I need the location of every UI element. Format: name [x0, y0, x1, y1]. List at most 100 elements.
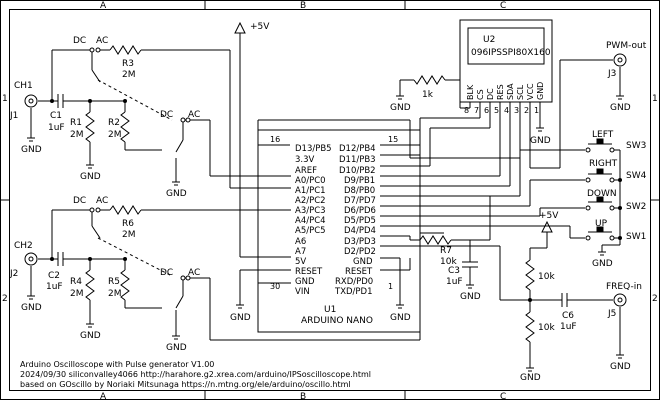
arduino-pin-a2: A2/PC2 — [295, 196, 326, 206]
c3-ref: C3 — [448, 266, 460, 276]
arduino-gnd-left-label: GND — [230, 313, 251, 323]
ch1-connector-ref: J1 — [9, 111, 18, 121]
ch1-sw-b-ac: AC — [188, 110, 200, 120]
freq-r-top-val: 10k — [538, 272, 555, 282]
arduino-name: ARDUINO NANO — [301, 316, 373, 326]
ch2-r4-val: 2M — [70, 289, 84, 299]
freq-r-bottom-val: 10k — [538, 323, 555, 333]
arduino-pin-a6: A6 — [295, 237, 306, 247]
ch1-r1-gnd: GND — [80, 172, 101, 182]
arduino-pin-d12: D12/PB4 — [339, 144, 376, 154]
button-down-label: DOWN — [587, 189, 617, 199]
supply-5v-label-2: +5V — [539, 211, 559, 221]
frame-row-2-right: 2 — [652, 294, 658, 304]
display-ref: U2 — [483, 35, 495, 45]
arduino-pin-5v: 5V — [295, 257, 306, 267]
ch2-r6-ref: R6 — [122, 219, 134, 229]
arduino-pin-num-vin: 30 — [270, 282, 280, 291]
arduino-pin-d6: D6/PD6 — [344, 206, 376, 216]
display-pin-num-6: 6 — [484, 106, 489, 115]
r7-val: 10k — [440, 257, 457, 267]
freq-cap-ref: C6 — [562, 311, 574, 321]
arduino-pin-a0: A0/PC0 — [295, 176, 326, 186]
arduino-pin-aref: AREF — [295, 166, 317, 176]
pwm-gnd: GND — [610, 103, 631, 113]
freq-ref: J5 — [607, 309, 616, 319]
arduino-pin-txd: TXD/PD1 — [334, 287, 373, 297]
arduino-pin-d3: D3/PD3 — [344, 237, 376, 247]
c3-val: 1uF — [446, 277, 463, 287]
frame-col-b-top: B — [300, 1, 306, 11]
display-module — [257, 19, 560, 187]
ch2-r4-gnd: GND — [80, 331, 101, 341]
display-blk-gnd: GND — [390, 103, 411, 113]
ch1-r3-ref: R3 — [122, 59, 134, 69]
frame-col-a-bottom: A — [100, 392, 107, 400]
display-pin-sda: SDA — [506, 83, 515, 100]
arduino-pin-rxd: RXD/PD0 — [335, 277, 373, 287]
ch2-gnd-label: GND — [21, 303, 42, 313]
pwm-ref: J3 — [607, 69, 616, 79]
ch2-r6-val: 2M — [122, 230, 136, 240]
supply-5v-label: +5V — [250, 22, 270, 32]
arduino-pin-gnd-right: GND — [353, 257, 373, 267]
freq-gnd: GND — [610, 362, 631, 372]
freq-input — [380, 220, 624, 372]
arduino-pin-a5: A5/PC5 — [295, 226, 326, 236]
display-pin-num-8: 8 — [464, 106, 469, 115]
frame-col-a-top: A — [100, 1, 107, 11]
arduino-gnd-right-label: GND — [390, 313, 411, 323]
freq-r-gnd: GND — [520, 373, 541, 383]
display-pin-num-4: 4 — [504, 106, 509, 115]
ch2-sw-b-dc: DC — [160, 268, 173, 278]
arduino-pin-d13: D13/PB5 — [295, 144, 332, 154]
frame-row-2-left: 2 — [2, 294, 8, 304]
ch1-cap-val: 1uF — [48, 123, 65, 133]
arduino-pin-d11: D11/PB3 — [339, 155, 376, 165]
arduino-pin-reset-left: RESET — [295, 267, 323, 277]
button-up-label: UP — [595, 219, 608, 229]
button-wiring — [380, 149, 621, 256]
ch2-wiring — [27, 205, 444, 341]
arduino-ref: U1 — [324, 305, 336, 315]
display-pin-num-2: 2 — [524, 106, 529, 115]
frame-col-b-bottom: B — [300, 392, 306, 400]
pwm-connector-pin — [617, 57, 623, 63]
arduino-pin-reset-right: RESET — [345, 267, 373, 277]
display-pin-num-7: 7 — [474, 106, 479, 115]
ch2-connector-pin — [28, 256, 34, 262]
arduino-pin-d8: D8/PB0 — [344, 186, 375, 196]
arduino-nano — [236, 129, 421, 333]
ch2-connector-label: CH2 — [14, 241, 33, 251]
ch1-cap-ref: C1 — [50, 111, 62, 121]
ch1-sw-b-dc: DC — [160, 110, 173, 120]
ch1-wiring — [27, 45, 291, 189]
arduino-pin-d7: D7/PD7 — [344, 196, 376, 206]
display-name: 096IPSSPI80X160 — [471, 48, 551, 58]
ch2-r5-ref: R5 — [108, 277, 120, 287]
buttons-gnd: GND — [592, 259, 613, 269]
ch2-cap-ref: C2 — [48, 271, 60, 281]
arduino-pin-d5: D5/PD5 — [344, 216, 376, 226]
freq-label: FREQ-in — [606, 282, 642, 292]
ch1-connector-label: CH1 — [14, 81, 33, 91]
ch1-r3-val: 2M — [122, 70, 136, 80]
display-blk-resistor-val: 1k — [422, 90, 434, 100]
button-up-ref: SW1 — [626, 232, 646, 242]
arduino-pin-vin: VIN — [295, 287, 310, 297]
arduino-pin-a4: A4/PC4 — [295, 216, 326, 226]
arduino-pin-a3: A3/PC3 — [295, 206, 326, 216]
frame-col-c-top: C — [500, 1, 506, 11]
display-pin-gnd: GND — [536, 82, 545, 100]
display-pin-num-1: 1 — [534, 106, 539, 115]
arduino-pin-num-d12: 15 — [388, 135, 398, 144]
button-left-label: LEFT — [592, 130, 614, 140]
ch1-sw-b-gnd: GND — [166, 189, 187, 199]
arduino-pin-3v3: 3.3V — [295, 155, 315, 165]
footer-line-1: Arduino Oscilloscope with Pulse generato… — [20, 360, 214, 369]
ch1-r2-val: 2M — [108, 130, 122, 140]
button-right-ref: SW4 — [626, 171, 647, 181]
ch2-sw-b-ac: AC — [188, 268, 200, 278]
display-pin-num-3: 3 — [514, 106, 519, 115]
button-down — [585, 196, 620, 211]
